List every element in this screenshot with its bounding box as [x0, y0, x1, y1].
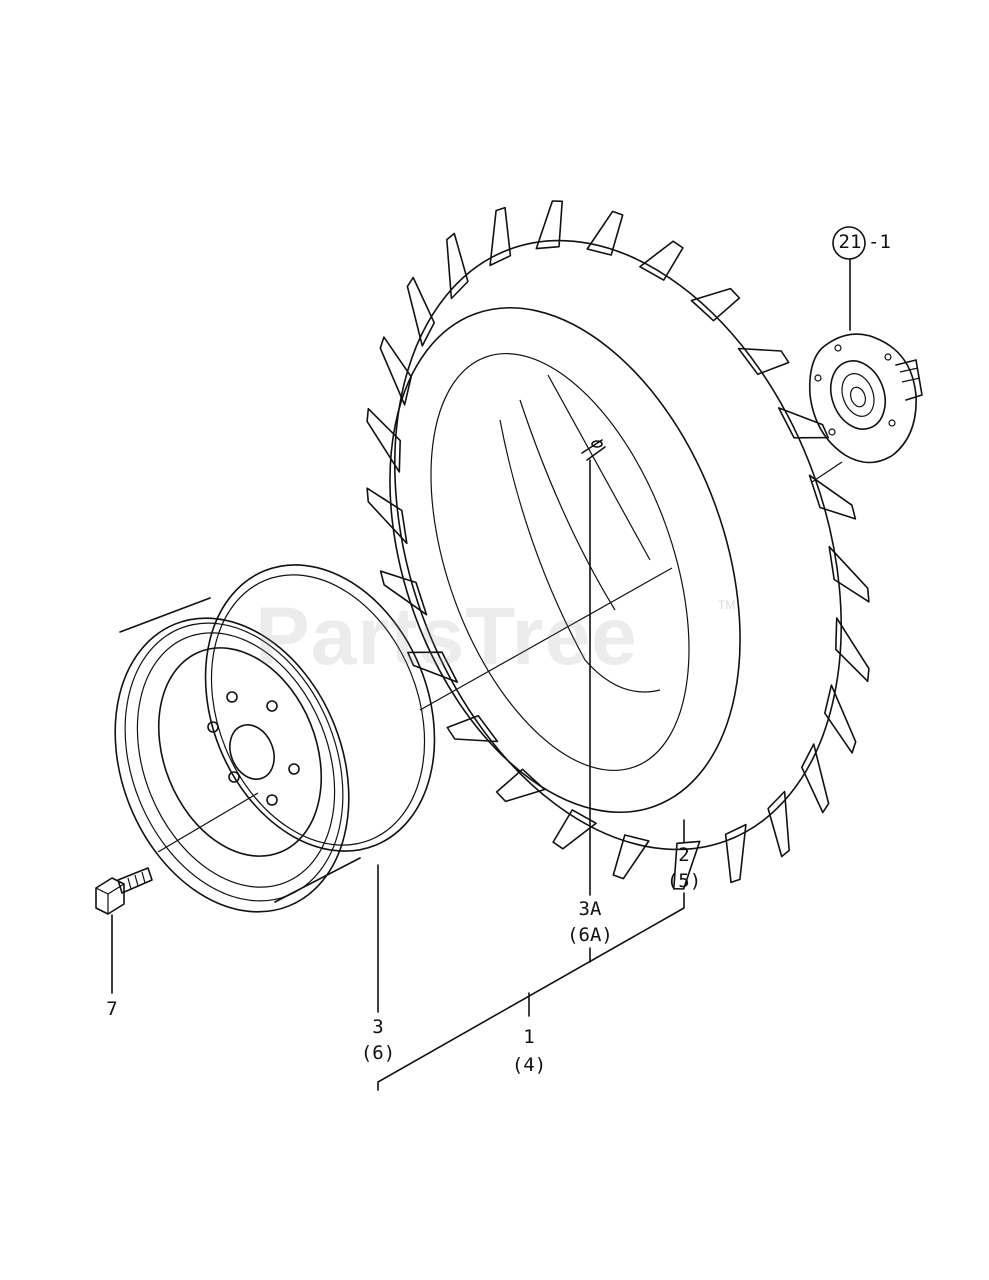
tread-lug: [366, 487, 408, 545]
tire-sidewall-ring: [389, 306, 741, 814]
watermark: PartsTree: [255, 591, 638, 682]
valve-callout-alt: (6A): [567, 924, 613, 946]
tire-callout-number: 2: [678, 844, 690, 866]
tread-lug: [495, 768, 546, 803]
tire-outer-edge: [394, 239, 842, 851]
tread-lug: [823, 684, 857, 754]
hub-callout-circle: [832, 226, 866, 260]
tread-lug: [690, 287, 741, 322]
valve-stem-icon: [581, 439, 606, 461]
tire-drawing: [366, 200, 870, 890]
hub-callout-suffix: -1: [868, 231, 891, 253]
tread-lug: [379, 570, 428, 616]
tread-lug: [445, 232, 469, 300]
tread-lug: [639, 240, 684, 281]
valve-callout-number: 3A: [578, 898, 602, 920]
tread-lug: [777, 407, 830, 439]
watermark-trademark: TM: [718, 598, 736, 612]
tread-lug: [406, 276, 436, 347]
assembly-callout-number: 1: [523, 1026, 535, 1048]
tire-tread-lugs: [366, 200, 870, 890]
tread-lug: [406, 651, 459, 683]
rim-callout-alt: (6): [360, 1042, 396, 1064]
tread-lug: [767, 790, 791, 858]
tire-inner-contour-3: [547, 374, 651, 561]
bolt-icon: [95, 867, 153, 915]
tire-callout-alt: (5): [666, 870, 702, 892]
tread-lug: [446, 714, 499, 743]
tread-lug: [834, 617, 870, 683]
tire-inner-contour-2: [519, 399, 616, 611]
tire-bead-ring: [430, 352, 690, 772]
rim-drawing: [114, 564, 436, 913]
tread-lug: [366, 407, 402, 473]
tread-lug: [672, 840, 701, 890]
hub-drawing: [808, 333, 923, 464]
hub-callout-number: 21: [838, 231, 862, 253]
tread-lug: [737, 347, 790, 376]
rim-callout-number: 3: [372, 1016, 384, 1038]
tread-lug: [800, 743, 830, 814]
tread-lug: [379, 336, 413, 406]
bolt-callout-number: 7: [106, 998, 118, 1020]
tread-lug: [586, 210, 624, 256]
tread-lug: [808, 474, 857, 520]
tread-lug: [552, 809, 597, 850]
tread-lug: [535, 200, 564, 250]
tread-lug: [828, 545, 870, 603]
leader-lines: [111, 259, 851, 1091]
tread-lug: [612, 834, 650, 880]
assembly-callout-alt: (4): [511, 1054, 547, 1076]
